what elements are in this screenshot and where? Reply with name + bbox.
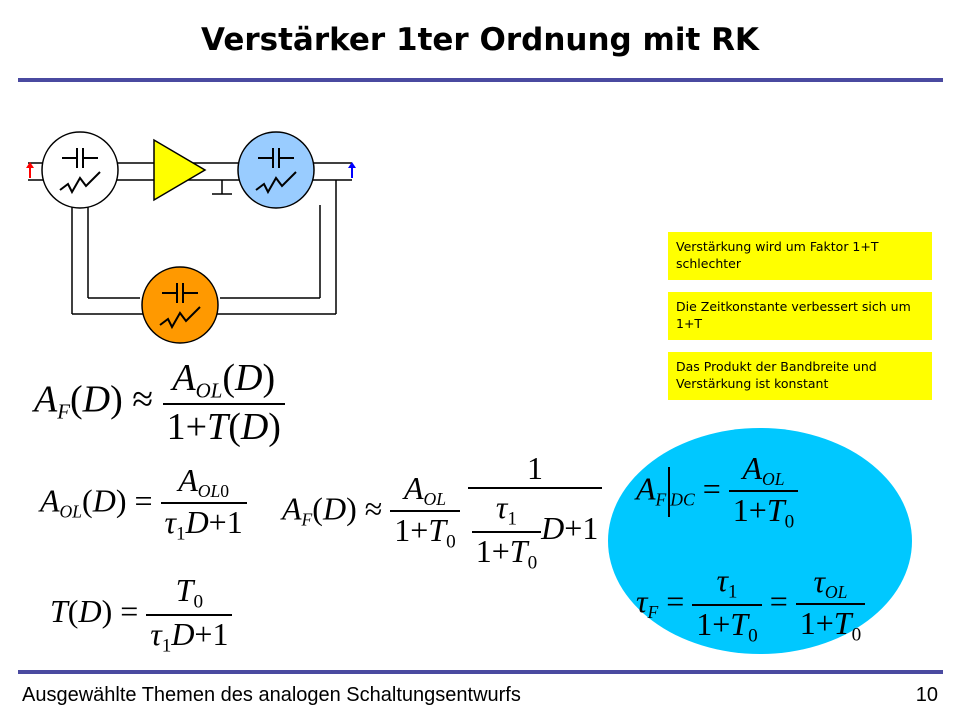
footer-rule	[18, 670, 943, 674]
equation-closed-loop-time-constant: τF = τ1 1+T0 = τOL 1+T0	[636, 562, 866, 647]
input-arrow-icon	[26, 162, 34, 178]
page-number: 10	[915, 684, 938, 706]
feedback-amplifier-diagram	[26, 131, 356, 344]
title-rule	[18, 78, 943, 82]
note-time-constant: Die Zeitkonstante verbessert sich um 1+T	[668, 292, 932, 340]
slide-title: Verstärker 1ter Ordnung mit RK	[201, 22, 759, 58]
equation-open-loop-gain: AOL(D) = AOL0 τ1D+1	[40, 462, 247, 546]
note-gain: Verstärkung wird um Faktor 1+T schlechte…	[668, 232, 932, 280]
note-gain-bandwidth: Das Produkt der Bandbreite und Verstärku…	[668, 352, 932, 400]
footer-course-title: Ausgewählte Themen des analogen Schaltun…	[22, 684, 521, 706]
amplifier-triangle	[153, 138, 207, 202]
equation-closed-loop-gain: AF(D) ≈ AOL(D) 1+T(D)	[34, 356, 285, 449]
equation-closed-loop-expanded: AF(D) ≈ AOL 1+T0 1 τ1 1+T0 D+1	[282, 450, 603, 574]
output-block	[237, 131, 315, 209]
input-block	[41, 131, 119, 209]
equation-loop-gain: T(D) = T0 τ1D+1	[50, 572, 233, 657]
feedback-block	[141, 266, 219, 344]
output-arrow-icon	[348, 162, 356, 178]
result-ellipse	[608, 428, 912, 654]
